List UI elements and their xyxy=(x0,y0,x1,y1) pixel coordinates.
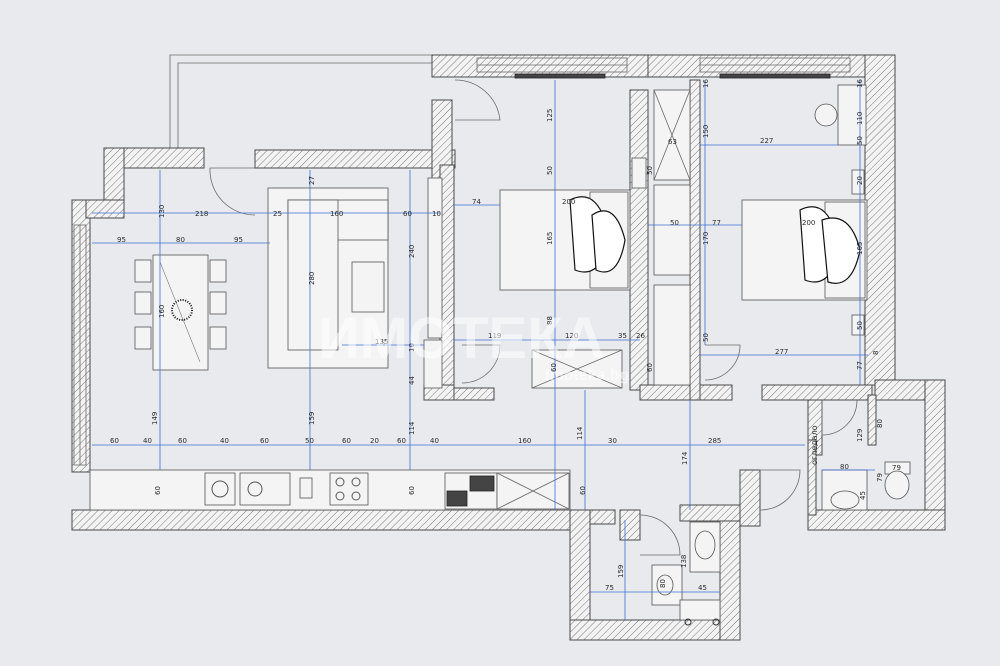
dimension-lines xyxy=(92,80,875,620)
bathroom2-fixtures xyxy=(651,521,721,626)
dim-b60e: 60 xyxy=(397,437,406,445)
dim-26: 26 xyxy=(636,332,645,340)
dim-74: 74 xyxy=(472,198,481,206)
dim-20: 20 xyxy=(856,176,864,185)
dim-80b: 80 xyxy=(840,463,849,471)
dim-10: 10 xyxy=(432,210,441,218)
dim-129: 129 xyxy=(856,429,864,442)
tv-unit xyxy=(423,177,443,389)
dim-200b: 200 xyxy=(802,219,815,227)
dim-35: 35 xyxy=(618,332,627,340)
dim-27: 27 xyxy=(308,176,316,185)
dim-25: 25 xyxy=(273,210,282,218)
dining-table xyxy=(134,254,227,371)
watermark-brand: ИМОТЕКА xyxy=(318,306,605,371)
dim-50d: 50 xyxy=(856,321,864,330)
wardrobes xyxy=(531,89,691,389)
dim-b40a: 40 xyxy=(143,437,152,445)
dim-160: 160 xyxy=(330,210,343,218)
dim-45a: 45 xyxy=(859,491,867,500)
dim-77b: 77 xyxy=(856,361,864,370)
dim-165a: 165 xyxy=(546,232,554,245)
dim-80d: 80 xyxy=(659,579,667,588)
dim-b40c: 40 xyxy=(430,437,439,445)
dim-114: 114 xyxy=(408,421,416,435)
bedroom2-bed xyxy=(741,169,868,336)
dim-80c: 80 xyxy=(876,419,884,428)
dim-165b: 165 xyxy=(856,242,864,255)
dim-80: 80 xyxy=(176,236,185,244)
dim-50w2: 50 xyxy=(646,166,654,175)
dim-b30: 30 xyxy=(608,437,617,445)
dim-b174: 174 xyxy=(681,451,689,465)
dim-k60a: 60 xyxy=(154,486,162,495)
dim-159b: 159 xyxy=(617,565,625,578)
desk xyxy=(814,84,867,146)
dim-79a: 79 xyxy=(892,464,901,472)
dim-45b: 45 xyxy=(698,584,707,592)
dim-63: 63 xyxy=(668,138,677,146)
dim-44: 44 xyxy=(408,376,416,385)
dim-b285: 285 xyxy=(708,437,721,445)
dim-b60a: 60 xyxy=(110,437,119,445)
sofa xyxy=(267,187,389,369)
mirror-label: огледало xyxy=(810,425,819,465)
dim-120: 120 xyxy=(565,332,578,340)
dim-50a: 50 xyxy=(546,166,554,175)
dim-k60c: 60 xyxy=(579,486,587,495)
dim-95a: 95 xyxy=(117,236,126,244)
dim-k60b: 60 xyxy=(408,486,416,495)
dim-16b: 16 xyxy=(856,79,864,88)
dim-200a: 200 xyxy=(562,198,575,206)
dim-125: 125 xyxy=(546,109,554,122)
dim-10v: 10 xyxy=(408,343,416,352)
dim-160v: 160 xyxy=(158,305,166,318)
dim-218: 218 xyxy=(195,210,208,218)
dim-159: 159 xyxy=(308,412,316,425)
dim-138: 138 xyxy=(680,555,688,568)
dim-b20: 20 xyxy=(370,437,379,445)
dimension-labels: 130 218 25 160 60 10 95 80 95 160 280 13… xyxy=(110,79,901,592)
dim-95b: 95 xyxy=(234,236,243,244)
dim-149: 149 xyxy=(151,412,159,425)
dim-50b: 50 xyxy=(702,333,710,342)
dim-b60c: 60 xyxy=(260,437,269,445)
dim-16a: 16 xyxy=(702,79,710,88)
dim-240: 240 xyxy=(408,245,416,258)
dim-110: 110 xyxy=(856,112,864,125)
dim-77a: 77 xyxy=(712,219,721,227)
dim-227: 227 xyxy=(760,137,773,145)
dim-135: 135 xyxy=(375,338,388,346)
dim-79b: 79 xyxy=(876,473,884,482)
dim-88: 88 xyxy=(546,316,554,325)
dim-280: 280 xyxy=(308,272,316,285)
dim-b114: 114 xyxy=(576,426,584,440)
dim-150: 150 xyxy=(702,125,710,138)
kitchen-counter xyxy=(89,469,571,511)
dim-75: 75 xyxy=(605,584,614,592)
doors xyxy=(209,79,858,556)
dim-b40b: 40 xyxy=(220,437,229,445)
dim-119: 119 xyxy=(488,332,501,340)
dim-60b1: 60 xyxy=(550,363,558,372)
dim-60: 60 xyxy=(403,210,412,218)
dim-8: 8 xyxy=(872,351,880,355)
dim-170: 170 xyxy=(702,232,710,245)
dim-b60d: 60 xyxy=(342,437,351,445)
dim-60b2: 60 xyxy=(646,363,654,372)
dim-b50: 50 xyxy=(305,437,314,445)
dim-130: 130 xyxy=(158,205,166,218)
dim-50c: 50 xyxy=(856,136,864,145)
watermark: ИМОТЕКА imoteka.bg xyxy=(318,306,629,384)
dim-50w: 50 xyxy=(670,219,679,227)
bedroom1-bed xyxy=(499,157,647,291)
dim-b60b: 60 xyxy=(178,437,187,445)
watermark-url: imoteka.bg xyxy=(545,367,629,384)
dim-277: 277 xyxy=(775,348,788,356)
dim-b160: 160 xyxy=(518,437,531,445)
windows xyxy=(73,57,851,466)
